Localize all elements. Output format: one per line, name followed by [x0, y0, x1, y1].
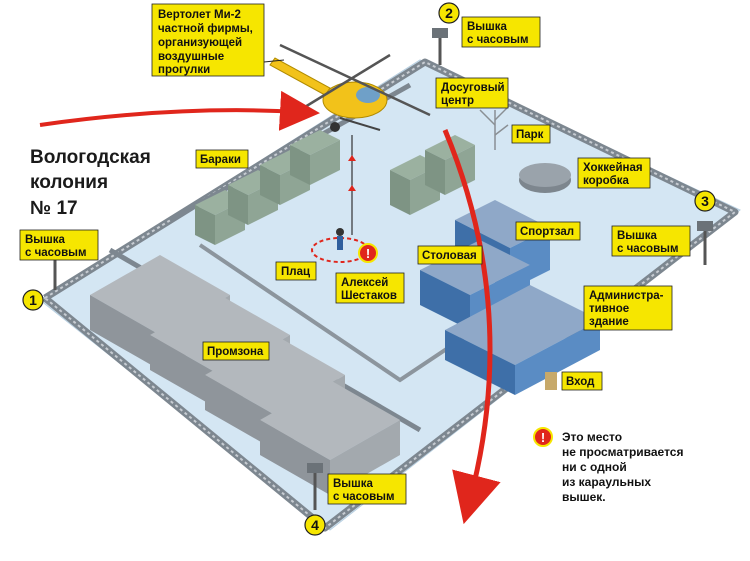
blind-spot-note-line5: вышек.: [562, 490, 606, 504]
tower-label-line1: Вышка: [333, 478, 373, 490]
admin-label-box: [583, 285, 673, 331]
admin-building: [445, 285, 600, 395]
rope-arrow-1: [348, 185, 356, 191]
entrance-label: Вход: [566, 376, 595, 388]
diagram-title-line1: Вологодская: [30, 147, 151, 168]
tower-label-box: [19, 229, 99, 261]
admin-label-line3: здание: [589, 316, 629, 328]
parade-label-box: [275, 261, 317, 281]
tower-label-line1: Вышка: [467, 21, 507, 33]
tower-number-badge: [438, 2, 460, 24]
helicopter-icon: [269, 43, 431, 132]
hockey-label-box: [577, 157, 651, 189]
tower-label-box: [611, 225, 691, 257]
industrial-buildings: [90, 255, 400, 495]
person-label-line1: Алексей: [341, 277, 388, 289]
park-label: Парк: [516, 129, 544, 141]
gym-label-box: [515, 221, 581, 241]
helicopter-callout-line4: воздушные: [158, 51, 224, 63]
industrial-label-box: [202, 341, 270, 361]
canteen-label: Столовая: [422, 250, 477, 262]
tower-number-badge: [22, 289, 44, 311]
blind-spot-note-line1: Это место: [562, 430, 622, 444]
tower-number: 4: [311, 517, 319, 533]
tower-label-line2: с часовым: [467, 34, 528, 46]
helicopter-callout-line3: организующей: [158, 37, 242, 49]
industrial-label: Промзона: [207, 346, 264, 358]
watch-tower-icon: [307, 463, 323, 510]
tower-label-line2: с часовым: [617, 243, 678, 255]
canteen-label-box: [417, 245, 483, 265]
admin-label-line2: тивное: [589, 303, 629, 315]
leisure-label-box: [435, 77, 509, 109]
leisure-buildings: [390, 135, 475, 215]
tower-label-box: [461, 16, 541, 48]
tower-label-line2: с часовым: [25, 247, 86, 259]
tower-number: 3: [701, 193, 709, 209]
gym-label: Спортзал: [520, 226, 574, 238]
hockey-rink-top: [519, 163, 571, 187]
hockey-label-line1: Хоккейная: [583, 162, 643, 174]
tower-number-badge: [694, 190, 716, 212]
person-label-line2: Шестаков: [341, 290, 397, 302]
svg-text:!: !: [541, 430, 545, 445]
diagram-title-line3: № 17: [30, 198, 78, 219]
tower-label-line1: Вышка: [617, 230, 657, 242]
tower-number: 1: [29, 292, 37, 308]
hockey-label-line2: коробка: [583, 175, 630, 187]
svg-text:!: !: [366, 246, 370, 261]
helicopter-approach-arrow: [39, 90, 320, 131]
tower-label-box: [327, 473, 407, 505]
barrack: [290, 130, 340, 185]
park-label-box: [511, 124, 551, 144]
tower-number-badge: [304, 514, 326, 536]
helicopter-callout-line5: прогулки: [158, 64, 210, 76]
parade-label: Плац: [281, 266, 310, 278]
leisure-label-line2: центр: [441, 95, 474, 107]
barracks-label: Бараки: [200, 154, 241, 166]
blind-spot-note-line4: из караульных: [562, 475, 651, 489]
blind-spot-note-line3: ни с одной: [562, 460, 627, 474]
watch-tower-icon: [432, 28, 448, 65]
helicopter-escape-arrow: [442, 129, 501, 525]
barracks-label-box: [195, 149, 249, 169]
warning-icon: !: [533, 427, 553, 447]
entrance-label-box: [561, 371, 603, 391]
leisure-label-line1: Досуговый: [441, 82, 505, 94]
watch-tower-icon: [697, 221, 713, 265]
helicopter-callout-pointer: [263, 59, 285, 63]
barracks-buildings: [195, 130, 340, 245]
park-tree: [479, 104, 511, 150]
blind-spot-note-line2: не просматривается: [562, 445, 683, 459]
admin-label-line1: Администра-: [589, 290, 664, 302]
rope-arrow-2: [348, 155, 356, 161]
helicopter-callout-box: [151, 3, 265, 77]
helicopter-callout-line2: частной фирмы,: [158, 23, 253, 35]
outer-fence-wire: [44, 60, 737, 530]
helicopter-callout-line1: Вертолет Ми-2: [158, 9, 241, 21]
tower-number: 2: [445, 5, 453, 21]
diagram-title-line2: колония: [30, 172, 108, 193]
tower-label-line2: с часовым: [333, 491, 394, 503]
person-icon: [336, 228, 344, 250]
warning-icon: !: [358, 243, 378, 263]
person-label-box: [335, 272, 405, 304]
entrance-booth: [545, 372, 557, 390]
tower-label-line1: Вышка: [25, 234, 65, 246]
